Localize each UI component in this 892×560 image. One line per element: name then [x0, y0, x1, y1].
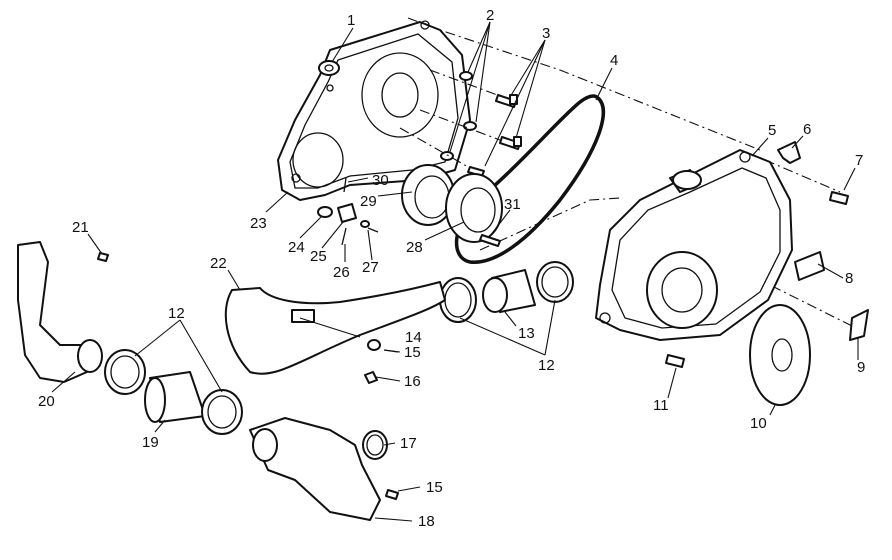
callout-14: 14 [405, 329, 422, 346]
callout-labels: 1 2 3 4 5 6 7 8 9 10 11 12 12 13 14 15 1… [38, 7, 865, 530]
clamp-12b [201, 389, 243, 435]
callout-4: 4 [610, 52, 618, 69]
callout-27: 27 [362, 259, 379, 276]
axis-line-bolt7 [764, 159, 841, 193]
callout-30: 30 [372, 172, 389, 189]
callout-29: 29 [360, 193, 377, 210]
callout-13: 13 [518, 325, 535, 342]
callout-23: 23 [250, 215, 267, 232]
callout-20: 20 [38, 393, 55, 410]
callout-12-right: 12 [538, 357, 555, 374]
clamp-right [536, 261, 574, 303]
mounting-hardware [317, 177, 379, 246]
screw-21 [97, 252, 109, 262]
callout-11: 11 [653, 397, 669, 414]
clip-6 [777, 141, 801, 164]
axis-line-2 [419, 109, 501, 141]
axis-line-mid [429, 69, 501, 97]
tube-13 [482, 269, 536, 313]
axis-line-drive [479, 197, 621, 251]
callout-25: 25 [310, 248, 327, 265]
callout-3: 3 [542, 25, 550, 42]
decal-8 [794, 251, 825, 281]
callout-9: 9 [857, 359, 865, 376]
callout-19: 19 [142, 434, 159, 451]
duct-bracket [291, 309, 315, 323]
decal-9 [849, 309, 869, 341]
bolt-7 [829, 191, 849, 205]
callout-15-top: 15 [404, 344, 421, 361]
callout-31: 31 [504, 196, 521, 213]
callout-10: 10 [750, 415, 767, 432]
callout-28: 28 [406, 239, 423, 256]
outlet-duct-end [252, 428, 278, 462]
leader-lines [51, 21, 859, 522]
callout-17: 17 [400, 435, 417, 452]
callout-1: 1 [347, 12, 355, 29]
outer-cover-5 [595, 149, 793, 341]
callout-5: 5 [768, 122, 776, 139]
callout-24: 24 [288, 239, 305, 256]
bearing-plate-28 [445, 173, 503, 243]
axis-line-top [407, 17, 761, 151]
outlet-duct-18 [249, 417, 381, 521]
intake-duct-22 [224, 281, 446, 375]
bolt-11 [665, 354, 685, 368]
bolt-31 [479, 234, 501, 247]
axis-line-3 [399, 127, 471, 169]
disc-10 [749, 304, 811, 406]
callout-7: 7 [855, 152, 863, 169]
callout-2: 2 [486, 7, 494, 24]
callout-6: 6 [803, 121, 811, 138]
washer-1 [318, 60, 340, 76]
bolt-15b [385, 489, 399, 500]
callout-12-left: 12 [168, 305, 185, 322]
callout-16: 16 [404, 373, 421, 390]
duct-hardware [364, 339, 399, 384]
callout-21: 21 [72, 219, 89, 236]
callout-18: 18 [418, 513, 435, 530]
intake-tube-end [77, 339, 103, 373]
clamp-17 [362, 430, 388, 460]
drive-belt-4 [454, 94, 606, 264]
callout-15-bottom: 15 [426, 479, 443, 496]
tube-19 [144, 371, 206, 423]
clamp-12a [104, 349, 146, 395]
callout-26: 26 [333, 264, 350, 281]
callout-8: 8 [845, 270, 853, 287]
callout-22: 22 [210, 255, 227, 272]
washers-2 [440, 71, 477, 161]
